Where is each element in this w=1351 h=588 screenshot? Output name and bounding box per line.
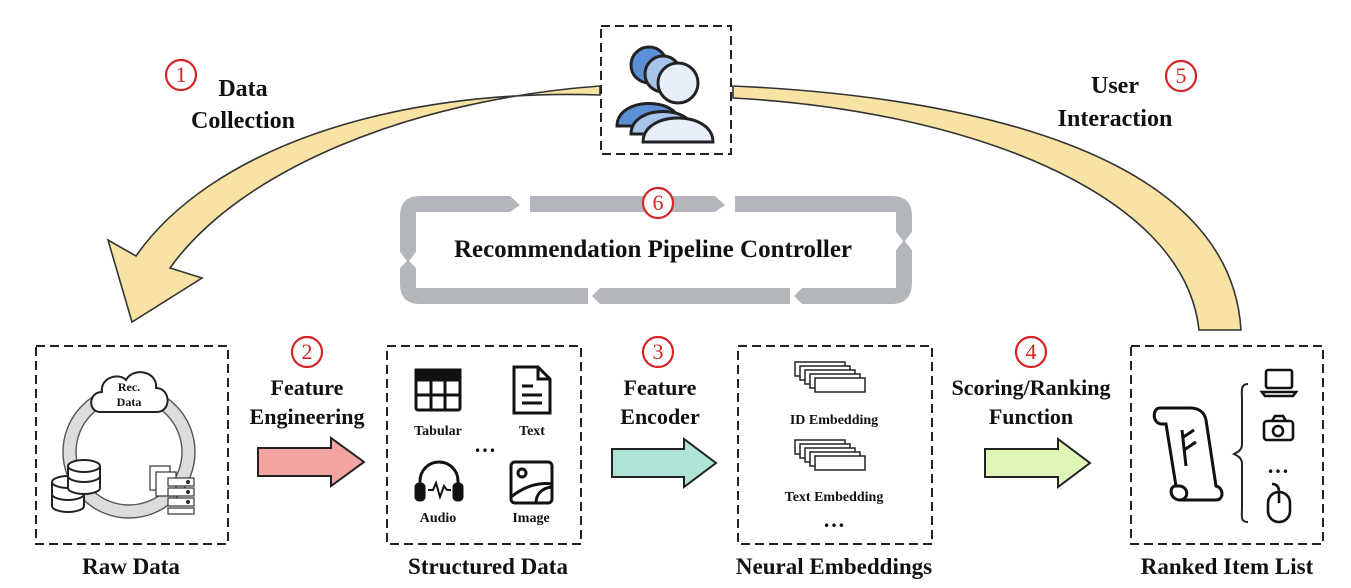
- step-5-label-line-1: User: [1091, 73, 1139, 99]
- step-2-label-line-2: Engineering: [250, 404, 365, 429]
- table-icon: [414, 368, 462, 412]
- structured-item-image: Image: [512, 511, 549, 526]
- step-2-label-line-1: Feature: [271, 375, 344, 400]
- structured-item-audio: Audio: [420, 511, 457, 526]
- headphones-icon: [414, 460, 464, 502]
- data-collection-arrow: [106, 85, 601, 324]
- embeddings-ellipsis: …: [823, 507, 845, 532]
- controller-label: Recommendation Pipeline Controller: [454, 236, 852, 263]
- list-brace: [1231, 383, 1249, 523]
- ranked-ellipsis: …: [1267, 453, 1289, 478]
- step-1-label-line-1: Data: [218, 76, 267, 102]
- step-4-label-line-1: Scoring/Ranking: [952, 375, 1111, 400]
- step-4-number: 4: [1014, 335, 1048, 369]
- scroll-icon: [1152, 406, 1224, 502]
- mouse-icon: [1266, 482, 1292, 524]
- structured-item-tabular: Tabular: [414, 424, 462, 439]
- svg-text:6: 6: [653, 190, 664, 215]
- svg-text:1: 1: [176, 62, 187, 87]
- laptop-icon: [1259, 368, 1299, 398]
- ranked-list-box: [1130, 345, 1324, 545]
- cloud-line-2: Data: [117, 395, 142, 409]
- users-icon: [615, 45, 715, 144]
- feature-engineering-arrow: [257, 436, 366, 488]
- id-embedding-stack: [794, 361, 866, 393]
- user-interaction-arrow: [732, 85, 1242, 331]
- step-3-label-line-2: Encoder: [620, 404, 700, 429]
- ranked-list-title: Ranked Item List: [1141, 554, 1314, 579]
- step-5-label-line-2: Interaction: [1058, 106, 1173, 132]
- neural-embeddings-title: Neural Embeddings: [736, 554, 932, 579]
- text-embedding-stack: [794, 439, 866, 471]
- structured-ellipsis: …: [474, 432, 496, 457]
- step-3-number: 3: [641, 335, 675, 369]
- step-1-label-line-2: Collection: [191, 108, 295, 134]
- structured-item-text: Text: [519, 424, 545, 439]
- step-5-number: 5: [1164, 59, 1198, 93]
- text-embedding-label: Text Embedding: [785, 490, 884, 505]
- image-icon: [509, 460, 554, 505]
- cloud-icon: [90, 371, 169, 413]
- controller-loop: [400, 196, 912, 304]
- step-4-label-line-2: Function: [989, 404, 1073, 429]
- svg-text:3: 3: [653, 339, 664, 364]
- step-2-number: 2: [290, 335, 324, 369]
- step-3-label-line-1: Feature: [624, 375, 697, 400]
- id-embedding-label: ID Embedding: [790, 413, 878, 428]
- svg-text:5: 5: [1176, 63, 1187, 88]
- cloud-line-1: Rec.: [118, 380, 140, 394]
- database-icon: [51, 459, 101, 513]
- structured-data-title: Structured Data: [408, 554, 568, 579]
- camera-icon: [1262, 414, 1295, 442]
- document-icon: [512, 365, 552, 415]
- svg-text:4: 4: [1026, 339, 1037, 364]
- svg-text:2: 2: [302, 339, 313, 364]
- step-6-number: 6: [641, 186, 675, 220]
- feature-encoder-arrow: [611, 437, 718, 489]
- raw-data-title: Raw Data: [82, 554, 180, 579]
- step-1-number: 1: [164, 58, 198, 92]
- file-stack-icon: [149, 465, 195, 515]
- scoring-arrow: [984, 437, 1092, 489]
